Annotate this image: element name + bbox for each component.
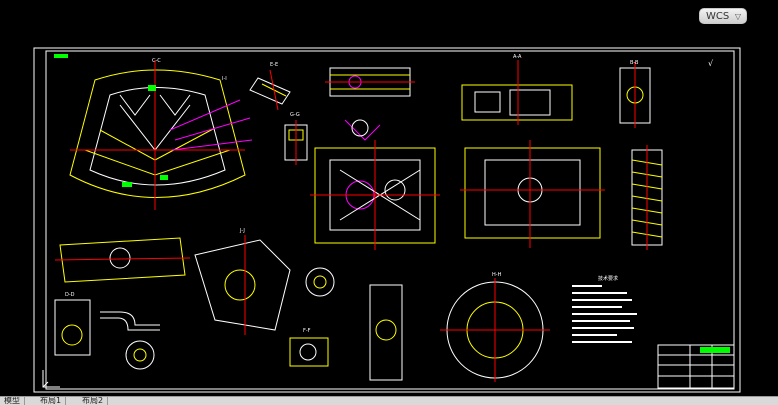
sheet-inner-border (45, 50, 735, 390)
section-label-f-f: F-F (303, 328, 311, 334)
technical-notes (572, 285, 637, 343)
section-label-d-d: D-D (65, 292, 75, 298)
ucs-icon (42, 370, 60, 388)
green-marker (54, 54, 68, 58)
section-a-a (461, 60, 573, 125)
sheet-outer-border (33, 47, 741, 393)
section-h-h (369, 284, 403, 381)
title-block (657, 344, 735, 389)
main-assembly-view (310, 119, 440, 250)
section-j-j (194, 235, 291, 335)
spring-part (631, 145, 663, 250)
section-label-c-c: C-C (152, 58, 161, 64)
wcs-label: WCS (706, 11, 730, 22)
chevron-down-icon: ▽ (734, 12, 741, 21)
tab-layout1[interactable]: 布局1 (36, 397, 67, 405)
section-c-c-bottom (54, 237, 191, 283)
section-b-b (619, 62, 651, 128)
small-circle-part (305, 267, 335, 297)
model-space-viewport[interactable]: C-C I-I E-E G-G (0, 0, 778, 396)
layout-tabs-bar: 模型 布局1 布局2 (0, 396, 778, 405)
top-long-part (325, 67, 415, 97)
wcs-dropdown[interactable]: WCS ▽ (699, 8, 747, 24)
cad-drawing-canvas[interactable]: C-C I-I E-E G-G (0, 0, 778, 396)
section-label-g-g: G-G (290, 112, 300, 118)
section-e-e (249, 69, 291, 111)
section-c-c-top (69, 60, 253, 210)
section-label-b-b: B-B (630, 60, 639, 66)
roughness-mark: √ (708, 59, 714, 68)
section-d-d (54, 299, 91, 356)
section-f-f (289, 337, 329, 367)
notes-title: 技术要求 (598, 275, 618, 282)
section-k-k (440, 278, 550, 382)
section-g-g (284, 120, 308, 165)
pipe-elbow (100, 311, 160, 370)
tab-model[interactable]: 模型 (0, 397, 25, 405)
section-label-h-h: H-H (492, 272, 502, 278)
tab-layout2[interactable]: 布局2 (78, 397, 109, 405)
section-label-i-i: I-I (222, 76, 227, 82)
section-label-j-j: J-J (239, 228, 245, 234)
section-label-e-e: E-E (270, 62, 278, 68)
plan-view-right (460, 140, 605, 248)
section-label-a-a: A-A (513, 54, 522, 60)
